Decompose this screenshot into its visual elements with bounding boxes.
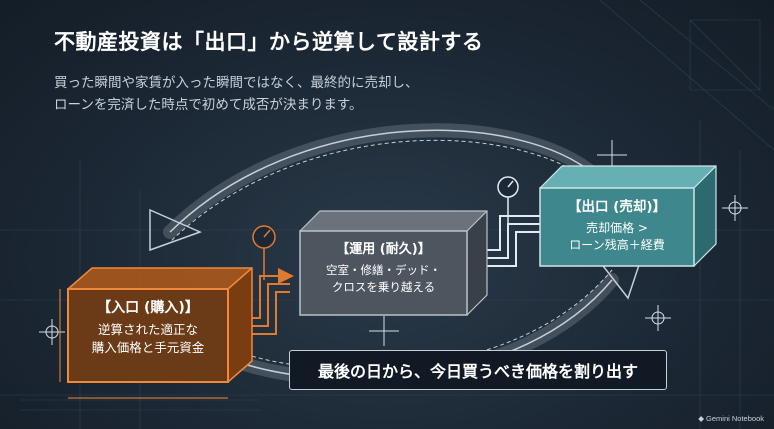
operation-box: 【運用 (耐久)】 空室・修繕・デッド・ クロスを乗り越える — [300, 238, 467, 296]
brand-watermark: ◆ Gemini Notebook — [698, 414, 764, 423]
entry-heading: 【入口 (購入)】 — [97, 300, 199, 316]
operation-line-1: 空室・修繕・デッド・ — [326, 263, 441, 277]
subtitle-line-2: ローンを完済した時点で初めて成否が決まります。 — [54, 97, 363, 113]
page-title: 不動産投資は「出口」から逆算して設計する — [54, 30, 484, 54]
key-message-banner: 最後の日から、今日買うべき価格を割り出す — [289, 350, 667, 390]
exit-box: 【出口 (売却)】 売却価格 > ローン残高＋経費 — [540, 195, 694, 254]
brand-text: Gemini Notebook — [706, 414, 764, 423]
subtitle-line-1: 買った瞬間や家賃が入った瞬間ではなく、最終的に売却し、 — [54, 75, 419, 91]
entry-line-2: 購入価格と手元資金 — [91, 340, 205, 355]
exit-heading: 【出口 (売却)】 — [567, 199, 667, 215]
entry-line-1: 逆算された適正な — [97, 322, 198, 337]
pipe-operation-to-exit — [487, 215, 540, 267]
brand-icon: ◆ — [698, 414, 707, 423]
operation-heading: 【運用 (耐久)】 — [336, 242, 431, 257]
entry-box: 【入口 (購入)】 逆算された適正な 購入価格と手元資金 — [68, 297, 228, 357]
exit-box-shape — [539, 165, 717, 267]
operation-box-shape — [299, 210, 488, 316]
key-message-text: 最後の日から、今日買うべき価格を割り出す — [317, 362, 638, 381]
cycle-arrow-top — [149, 123, 603, 252]
pressure-gauge-icon — [497, 176, 519, 230]
exit-line-2: ローン残高＋経費 — [569, 238, 665, 252]
exit-line-1: 売却価格 > — [586, 221, 648, 235]
operation-line-2: クロスを乗り越える — [331, 280, 436, 294]
entry-box-shape — [59, 267, 253, 399]
crosshair-marks — [39, 140, 748, 346]
pressure-gauge-icon — [252, 225, 276, 280]
